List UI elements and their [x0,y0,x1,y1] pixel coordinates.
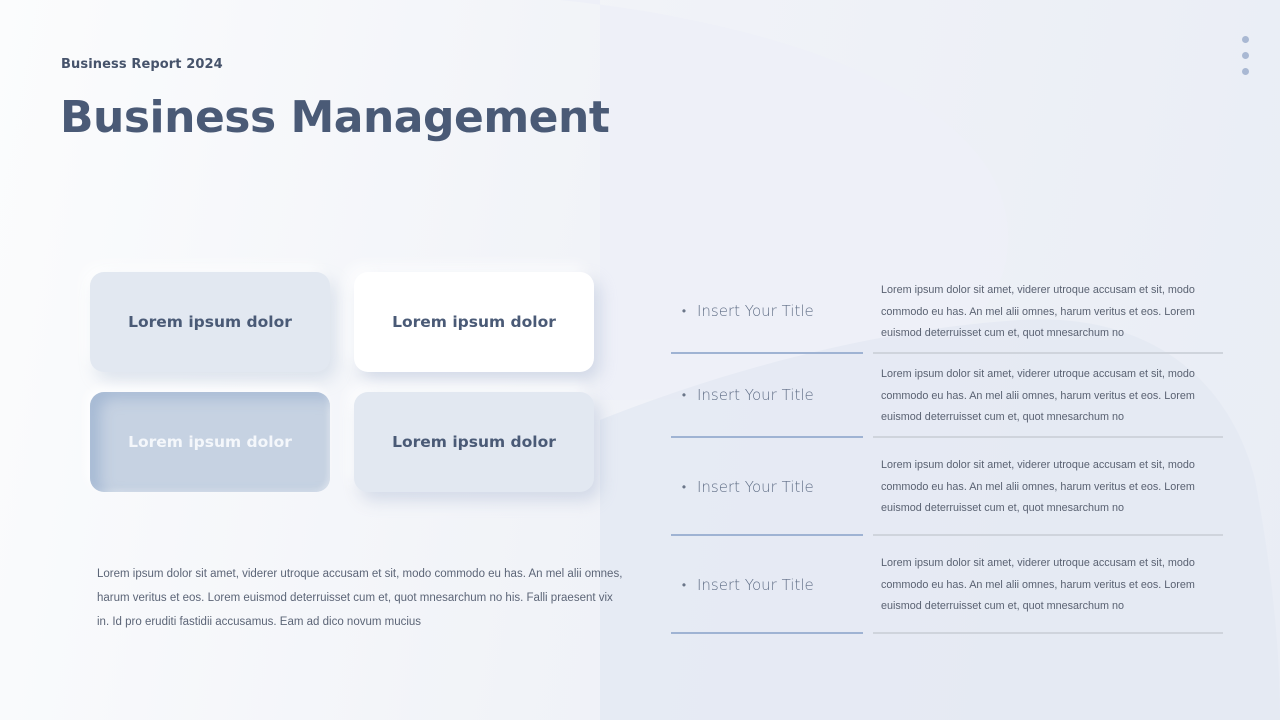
divider [873,632,1223,634]
accent-divider [671,632,863,634]
body-paragraph: Lorem ipsum dolor sit amet, viderer utro… [97,568,623,628]
page-title: Business Management [60,92,610,143]
list-item-title: Insert Your Title [697,576,814,594]
list-item-title: Insert Your Title [697,478,814,496]
report-subtitle: Business Report 2024 [61,57,223,72]
card-bottom-right[interactable]: Lorem ipsum dolor [354,392,594,492]
divider [873,534,1223,536]
card-top-right[interactable]: Lorem ipsum dolor [354,272,594,372]
bullet-icon: • [681,480,687,494]
list-item-description: Lorem ipsum dolor sit amet, viderer utro… [881,557,1195,612]
dot [1241,36,1249,43]
accent-divider [671,352,863,354]
dot [1241,52,1249,59]
accent-divider [671,436,863,438]
list-item-description: Lorem ipsum dolor sit amet, viderer utro… [881,284,1195,339]
card-top-left[interactable]: Lorem ipsum dolor [90,272,330,372]
list-item-description: Lorem ipsum dolor sit amet, viderer utro… [881,459,1195,514]
list-item-title: Insert Your Title [697,302,814,320]
list-item-title: Insert Your Title [697,386,814,404]
bullet-icon: • [681,388,687,402]
dot [1241,68,1249,75]
list-item-description: Lorem ipsum dolor sit amet, viderer utro… [881,368,1195,423]
divider [873,436,1223,438]
divider [873,352,1223,354]
bullet-icon: • [681,578,687,592]
card-bottom-left-pressed[interactable]: Lorem ipsum dolor [90,392,330,492]
bullet-icon: • [681,304,687,318]
more-vertical-icon[interactable] [1240,36,1250,78]
accent-divider [671,534,863,536]
